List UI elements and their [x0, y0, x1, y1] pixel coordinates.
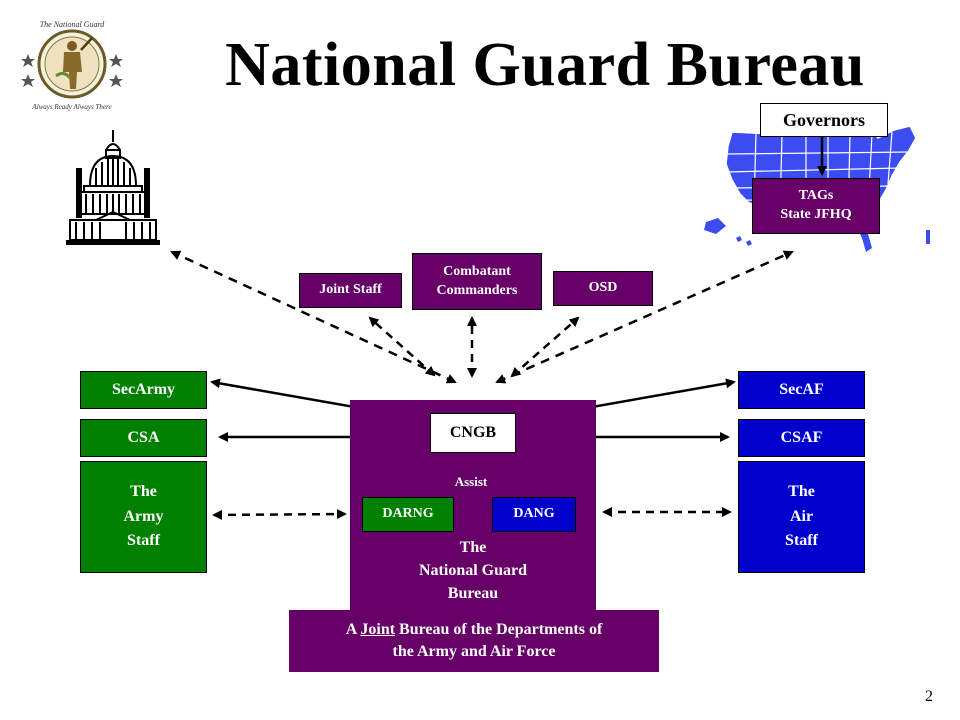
banner-joint: Joint [360, 621, 396, 638]
dang-box: DANG [492, 497, 576, 532]
joint-bureau-banner: A Joint Bureau of the Departments of the… [289, 610, 659, 672]
cngb-box: CNGB [430, 413, 516, 453]
arrow-osd [510, 316, 580, 378]
svg-text:The National Guard: The National Guard [40, 20, 106, 29]
air-staff-line1: The [788, 482, 815, 500]
csa-label: CSA [127, 429, 160, 447]
commanders-label: Commanders [436, 282, 518, 298]
army-staff-line1: The [130, 482, 157, 500]
banner-line2: the Army and Air Force [392, 642, 556, 660]
cngb-label: CNGB [449, 424, 497, 442]
secaf-box: SecAF [738, 371, 865, 409]
capitol-building-icon [66, 130, 160, 245]
csaf-label: CSAF [780, 429, 823, 447]
tags-state-jfhq-box: TAGs State JFHQ [752, 178, 880, 234]
osd-label: OSD [588, 280, 618, 296]
csaf-box: CSAF [738, 419, 865, 457]
air-staff-box: The Air Staff [738, 461, 865, 573]
ngb-line1: The [459, 539, 487, 556]
tags-label: TAGs [798, 188, 834, 204]
svg-text:Always Ready Always There: Always Ready Always There [31, 103, 111, 111]
secaf-label: SecAF [779, 381, 824, 399]
governors-box: Governors [760, 103, 888, 137]
osd-box: OSD [553, 271, 653, 306]
ngb-title: The National Guard Bureau [350, 536, 596, 606]
army-staff-line3: Staff [127, 532, 160, 550]
state-jfhq-label: State JFHQ [780, 207, 852, 222]
arrow-army-staff [212, 509, 347, 520]
secarmy-box: SecArmy [80, 371, 207, 409]
governors-label: Governors [783, 109, 865, 130]
arrow-joint-staff [368, 316, 436, 377]
air-staff-line2: Air [789, 507, 814, 525]
ngb-line3: Bureau [447, 585, 499, 603]
csa-box: CSA [80, 419, 207, 457]
banner-pre: A [345, 621, 361, 638]
darng-label: DARNG [382, 506, 434, 522]
darng-box: DARNG [362, 497, 454, 532]
army-staff-box: The Army Staff [80, 461, 207, 573]
secarmy-label: SecArmy [111, 381, 176, 399]
ngb-line2: National Guard [418, 562, 527, 580]
joint-staff-label: Joint Staff [319, 282, 382, 298]
air-staff-line3: Staff [785, 532, 818, 550]
combatant-commanders-box: Combatant Commanders [412, 253, 542, 310]
page-title: National Guard Bureau [225, 31, 865, 99]
national-guard-seal-logo: The National Guard Always Ready Always T… [21, 20, 123, 111]
combatant-label: Combatant [443, 263, 511, 279]
banner-line1: A Joint Bureau of the Departments of [289, 619, 659, 641]
dang-label: DANG [513, 506, 555, 522]
page-number: 2 [925, 688, 933, 705]
army-staff-line2: Army [123, 507, 164, 525]
assist-label: Assist [454, 474, 488, 489]
banner-post: Bureau of the Departments of [395, 621, 603, 638]
joint-staff-box: Joint Staff [299, 273, 402, 308]
